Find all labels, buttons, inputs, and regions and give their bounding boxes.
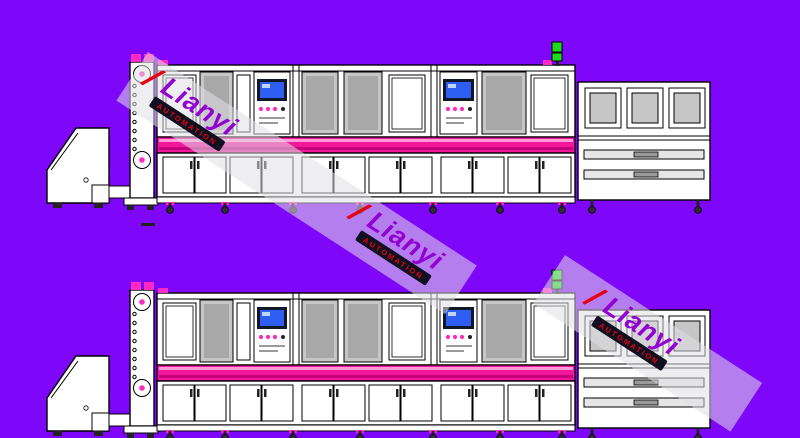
drawing-canvas: Lianyi AUTOMATION Lianyi AUTOMATION Lian… [0,0,800,438]
